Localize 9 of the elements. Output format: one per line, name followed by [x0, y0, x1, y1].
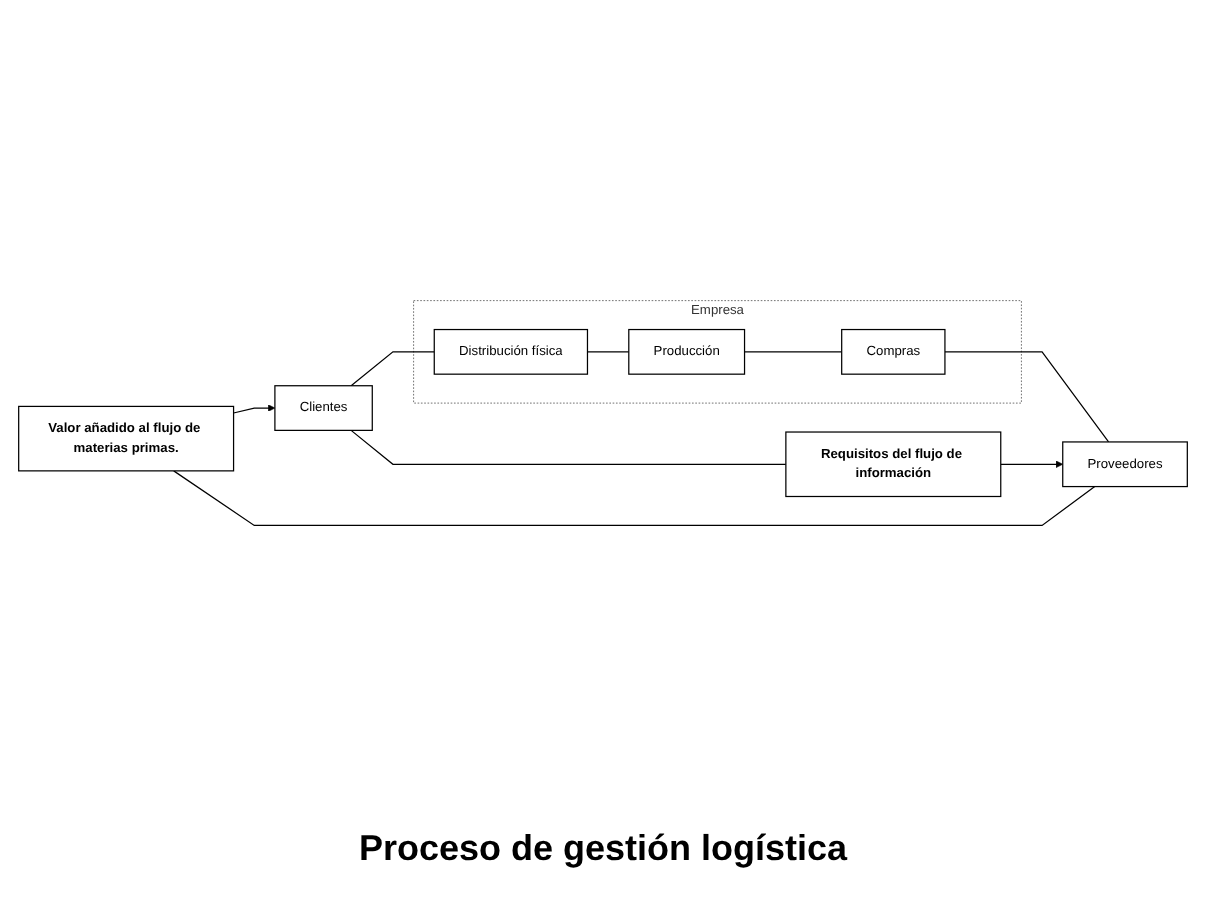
connector: [173, 471, 1096, 527]
connector: [586, 352, 630, 354]
connector: [743, 352, 843, 354]
arrow: [232, 405, 276, 415]
arrow: [1000, 461, 1064, 469]
connector: [944, 352, 1110, 444]
connector: [350, 352, 435, 388]
connector: [350, 430, 787, 466]
caption: Proceso de gestión logística: [358, 828, 848, 870]
